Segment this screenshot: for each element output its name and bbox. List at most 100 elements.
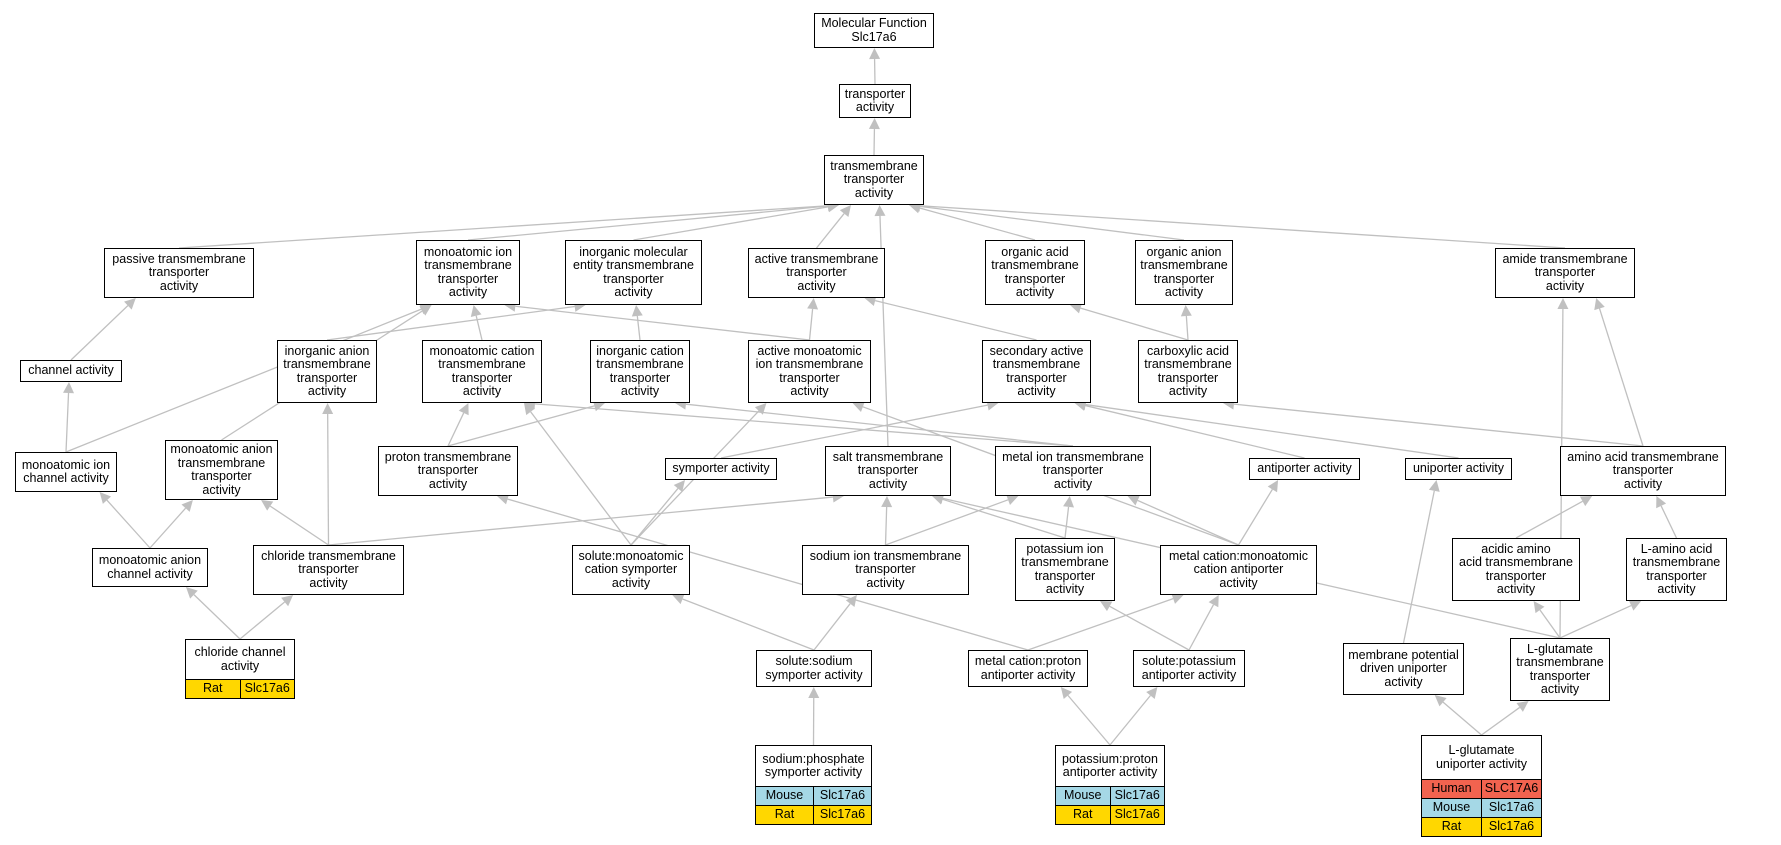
node-proton[interactable]: proton transmembrane transporter activit… [378,446,518,496]
node-lamino[interactable]: L-amino acid transmembrane transporter a… [1626,538,1727,601]
edge-organion-to-tmt [919,205,1185,241]
edge-metalmonocat-to-antiporter [1237,489,1273,546]
arrowhead-monoanion-to-monoion [419,305,432,316]
arrowhead-monoionchan-to-channel [63,382,75,394]
node-solpotassium[interactable]: solute:potassium antiporter activity [1133,650,1245,687]
node-label: uniporter activity [1412,461,1504,476]
gene-label: Slc17a6 [239,680,295,698]
node-monoanionchan[interactable]: monoatomic anion channel activity [92,548,208,587]
edge-aminoacid-to-amide [1598,308,1644,447]
edge-monoanionchan-to-monoionchan [106,499,151,549]
node-chloride[interactable]: chloride transmembrane transporter activ… [253,545,404,595]
arrowhead-active-to-tmt [839,205,851,218]
node-lglutamate[interactable]: L-glutamate transmembrane transporter ac… [1510,638,1610,701]
edge-monoionchan-to-monoion [65,308,422,453]
node-label: symporter activity [672,461,770,476]
node-monocation[interactable]: monoatomic cation transmembrane transpor… [422,340,542,403]
species-label: Rat [1073,807,1093,822]
edge-chloride-to-monoanion [269,505,329,546]
node-label: monoatomic anion channel activity [98,553,202,581]
node-label: transmembrane transporter activity [830,158,918,200]
edge-membpot-to-uniporter [1402,490,1435,644]
arrowhead-potproton-to-solpotassium [1146,687,1158,699]
node-acidicamino[interactable]: acidic amino acid transmembrane transpor… [1452,538,1580,601]
arrowhead-monoanionchan-to-monoanion [181,500,193,512]
arrowhead-activemono-to-active [807,298,819,310]
edge-symporter-to-secactive [720,404,988,459]
node-inorganion[interactable]: inorganic anion transmembrane transporte… [277,340,377,403]
node-amide[interactable]: amide transmembrane transporter activity [1495,248,1635,298]
node-label: acidic amino acid transmembrane transpor… [1459,541,1573,596]
arrowhead-carboxylic-to-orgacid [1070,302,1083,314]
node-label: amide transmembrane transporter activity [1502,251,1628,293]
edge-lgluuni-to-lglutamate [1481,706,1521,736]
node-label: monoatomic ion channel activity [21,457,111,485]
node-secactive[interactable]: secondary active transmembrane transport… [982,340,1091,403]
arrowhead-solpotassium-to-potassiumion [1100,601,1113,612]
node-metalproton[interactable]: metal cation:proton antiporter activity [968,650,1088,687]
arrowhead-monoanionchan-to-monoionchan [99,492,112,504]
edge-proton-to-inorgcation [447,405,595,447]
arrowhead-metalmonocat-to-antiporter [1267,480,1279,493]
node-organion[interactable]: organic anion transmembrane transporter … [1135,240,1233,305]
node-monoanion[interactable]: monoatomic anion transmembrane transport… [165,440,278,500]
species-label: Rat [1441,819,1462,834]
node-label: monoatomic cation transmembrane transpor… [429,343,535,398]
node-aminoacid[interactable]: amino acid transmembrane transporter act… [1560,446,1726,496]
node-transporter[interactable]: transporter activity [839,84,911,118]
node-passive[interactable]: passive transmembrane transporter activi… [104,248,254,298]
edge-proton-to-monocation [447,412,465,447]
node-label: sodium:phosphate symporter activity [762,751,865,779]
edge-activemono-to-monoion [515,305,810,341]
node-membpot[interactable]: membrane potential driven uniporter acti… [1343,643,1464,695]
arrowhead-proton-to-monocation [458,403,469,416]
arrowhead-potproton-to-metalproton [1060,687,1073,699]
node-uniporter[interactable]: uniporter activity [1405,458,1512,480]
node-carboxylic[interactable]: carboxylic acid transmembrane transporte… [1138,340,1238,403]
node-label: active monoatomic ion transmembrane tran… [755,343,864,398]
node-solsodium[interactable]: solute:sodium symporter activity [756,650,872,687]
node-label: monoatomic anion transmembrane transport… [170,442,273,497]
edge-sodiumion-to-metalion [885,499,1009,546]
node-label: potassium ion transmembrane transporter … [1021,541,1109,596]
edge-sodiumion-to-salt [884,506,888,546]
node-tmt[interactable]: transmembrane transporter activity [824,155,924,205]
edge-activemono-to-active [808,308,814,341]
node-metalion[interactable]: metal ion transmembrane transporter acti… [995,446,1151,496]
edge-solsodium-to-solmonocat [682,598,815,651]
node-active[interactable]: active transmembrane transporter activit… [748,248,885,298]
node-potassiumion[interactable]: potassium ion transmembrane transporter … [1015,538,1115,601]
node-monoionchan[interactable]: monoatomic ion channel activity [15,452,117,492]
node-inorgmol[interactable]: inorganic molecular entity transmembrane… [565,240,702,305]
node-channel[interactable]: channel activity [20,360,122,382]
species-label: Mouse [1432,800,1471,815]
node-label: secondary active transmembrane transport… [989,343,1084,398]
node-metalmonocat[interactable]: metal cation:monoatomic cation antiporte… [1160,545,1317,595]
node-label: inorganic molecular entity transmembrane… [573,244,694,299]
node-symporter[interactable]: symporter activity [665,458,777,480]
node-antiporter[interactable]: antiporter activity [1249,458,1360,480]
node-activemono[interactable]: active monoatomic ion transmembrane tran… [748,340,871,403]
node-salt[interactable]: salt transmembrane transporter activity [825,446,951,496]
edge-amide-to-tmt [919,205,1566,249]
node-sodiumion[interactable]: sodium ion transmembrane transporter act… [802,545,969,595]
node-monoion[interactable]: monoatomic ion transmembrane transporter… [416,240,520,305]
node-label: channel activity [28,363,114,378]
node-root[interactable]: Molecular Function Slc17a6 [814,13,934,48]
arrowhead-solmonocat-to-symporter [673,480,685,492]
edge-chloridechan-to-chloride [239,601,286,640]
node-orgacid[interactable]: organic acid transmembrane transporter a… [985,240,1085,305]
node-inorgcation[interactable]: inorganic cation transmembrane transport… [590,340,690,403]
edge-acidicamino-to-aminoacid [1515,500,1583,539]
node-label: metal ion transmembrane transporter acti… [1002,449,1144,491]
node-solmonocat[interactable]: solute:monoatomic cation symporter activ… [572,545,690,595]
